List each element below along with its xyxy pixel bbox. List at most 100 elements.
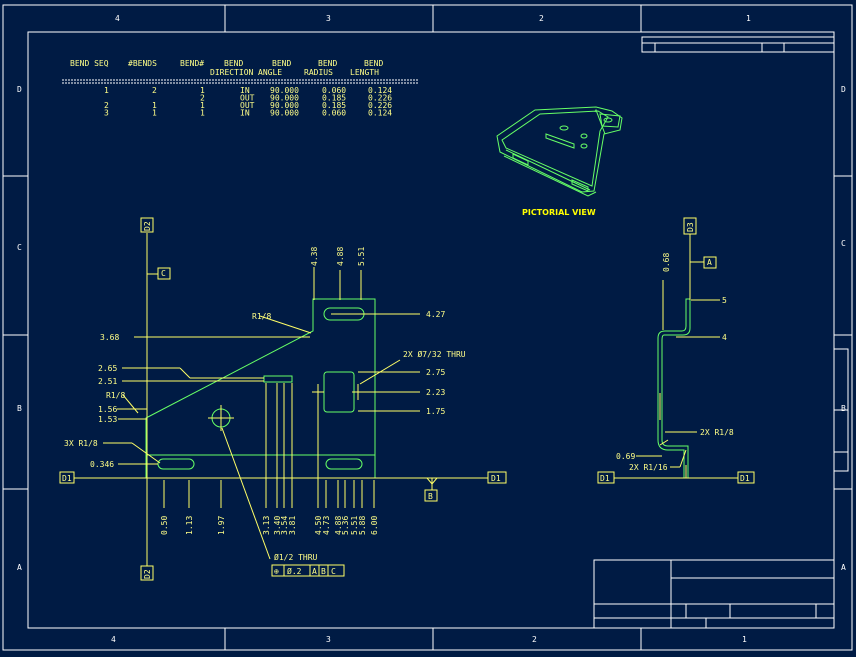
dim-bottom-7: 4.50 bbox=[314, 516, 323, 535]
dim-top-1: 4.88 bbox=[336, 247, 345, 266]
dim-bottom-10: 5.36 bbox=[341, 516, 350, 535]
bend-cell: 0.226 bbox=[368, 101, 392, 110]
dim-1-53: 1.53 bbox=[98, 415, 117, 424]
dim-2-65: 2.65 bbox=[98, 364, 117, 373]
dim-bottom-0: 0.50 bbox=[160, 516, 169, 535]
zone-left-a: A bbox=[17, 563, 22, 572]
bend-cell: 3 bbox=[104, 109, 109, 118]
fcf-datum-c: C bbox=[331, 567, 336, 576]
side-view-dim-lines bbox=[597, 217, 755, 484]
dim-bottom-1: 1.13 bbox=[185, 516, 194, 535]
bend-cell: 1 bbox=[200, 86, 205, 95]
zone-top-3: 3 bbox=[326, 14, 331, 23]
dim-bottom-4: 3.40 bbox=[273, 516, 282, 535]
bend-cell: 2 bbox=[104, 101, 109, 110]
dim-top-2: 5.51 bbox=[357, 247, 366, 266]
dim-1-75: 1.75 bbox=[426, 407, 445, 416]
datum-d1-right: D1 bbox=[491, 474, 501, 483]
side-datum-d1-left: D1 bbox=[600, 474, 610, 483]
margin-block bbox=[833, 348, 849, 472]
bend-table-dashes bbox=[62, 79, 418, 84]
dim-bottom-9: 4.88 bbox=[334, 516, 343, 535]
side-dim-069: 0.69 bbox=[616, 452, 635, 461]
bend-header-1: #BENDS bbox=[128, 59, 157, 68]
inner-border bbox=[27, 31, 835, 629]
side-dim-5: 5 bbox=[722, 296, 727, 305]
bend-cell: OUT bbox=[240, 101, 255, 110]
zone-right-d: D bbox=[841, 85, 846, 94]
zone-top-2: 2 bbox=[539, 14, 544, 23]
datum-d2-top: D2 bbox=[143, 221, 152, 231]
dim-2-23: 2.23 bbox=[426, 388, 445, 397]
side-dim-top: 0.68 bbox=[662, 253, 671, 272]
bend-cell: 90.000 bbox=[270, 86, 299, 95]
bend-cell: 90.000 bbox=[270, 101, 299, 110]
bend-cell: IN bbox=[240, 86, 250, 95]
note-3x-r18: 3X R1/8 bbox=[64, 439, 98, 448]
dim-bottom-11: 5.51 bbox=[350, 516, 359, 535]
bend-cell: 2 bbox=[200, 94, 205, 103]
front-view-part bbox=[145, 298, 376, 479]
dim-top-0: 4.38 bbox=[310, 247, 319, 266]
note-center-hole: Ø1/2 THRU bbox=[274, 552, 318, 562]
bend-header-6-line2: LENGTH bbox=[350, 68, 379, 77]
dim-2-51: 2.51 bbox=[98, 377, 117, 386]
bend-header-0: BEND SEQ bbox=[70, 59, 109, 68]
dim-bottom-3: 3.13 bbox=[262, 516, 271, 535]
pictorial-view bbox=[496, 106, 623, 197]
side-datum-a: A bbox=[707, 258, 712, 267]
bend-cell: 2 bbox=[152, 86, 157, 95]
side-datum-d1-right: D1 bbox=[740, 474, 750, 483]
dim-bottom-5: 3.54 bbox=[280, 516, 289, 535]
bend-cell: 90.000 bbox=[270, 109, 299, 118]
side-dim-4: 4 bbox=[722, 333, 727, 342]
dim-bottom-2: 1.97 bbox=[217, 516, 226, 535]
zone-right-c: C bbox=[841, 239, 846, 248]
bend-cell: 0.185 bbox=[322, 101, 346, 110]
zone-right-b: B bbox=[841, 404, 846, 413]
bend-header-3-line2: DIRECTION bbox=[210, 68, 254, 77]
zone-ticks bbox=[3, 5, 852, 650]
bend-header-5-line2: RADIUS bbox=[304, 68, 333, 77]
zone-left-d: D bbox=[17, 85, 22, 94]
outer-border bbox=[2, 4, 853, 651]
side-datum-d3: D3 bbox=[686, 222, 695, 232]
bend-cell: 1 bbox=[152, 101, 157, 110]
title-block bbox=[593, 559, 835, 629]
bend-header-2: BEND# bbox=[180, 59, 204, 68]
bend-cell: 1 bbox=[152, 109, 157, 118]
bend-cell: 0.185 bbox=[322, 94, 346, 103]
side-note-r18: 2X R1/8 bbox=[700, 428, 734, 437]
dim-bottom-8: 4.73 bbox=[322, 516, 331, 535]
dim-bottom-12: 5.88 bbox=[358, 516, 367, 535]
revision-block bbox=[641, 36, 835, 53]
bend-cell: 0.124 bbox=[368, 86, 392, 95]
pictorial-label: PICTORIAL VIEW bbox=[522, 208, 596, 217]
bend-cell: 1 bbox=[104, 86, 109, 95]
dim-bottom-13: 6.00 bbox=[370, 516, 379, 535]
bend-header-5: BEND bbox=[318, 59, 337, 68]
bend-cell: 90.000 bbox=[270, 94, 299, 103]
fcf-datum-a: A bbox=[312, 567, 317, 576]
note-r18-left: R1/8 bbox=[106, 391, 125, 400]
fcf-tolerance: Ø.2 bbox=[287, 566, 302, 576]
dim-3-68: 3.68 bbox=[100, 333, 119, 342]
bend-cell: OUT bbox=[240, 94, 255, 103]
datum-b-label: B bbox=[428, 492, 433, 501]
datum-d1-left: D1 bbox=[62, 474, 72, 483]
dim-2-75: 2.75 bbox=[426, 368, 445, 377]
bend-cell: 0.060 bbox=[322, 109, 346, 118]
zone-left-c: C bbox=[17, 243, 22, 252]
bend-header-3: BEND bbox=[224, 59, 243, 68]
fcf-datum-b: B bbox=[321, 567, 326, 576]
dim-bottom-6: 3.81 bbox=[288, 516, 297, 535]
zone-top-4: 4 bbox=[115, 14, 120, 23]
bend-header-6: BEND bbox=[364, 59, 383, 68]
datum-d2-bottom: D2 bbox=[143, 569, 152, 579]
bend-cell: 0.124 bbox=[368, 109, 392, 118]
fcf-symbol: ⊕ bbox=[274, 567, 279, 576]
dim-4-27: 4.27 bbox=[426, 310, 445, 319]
